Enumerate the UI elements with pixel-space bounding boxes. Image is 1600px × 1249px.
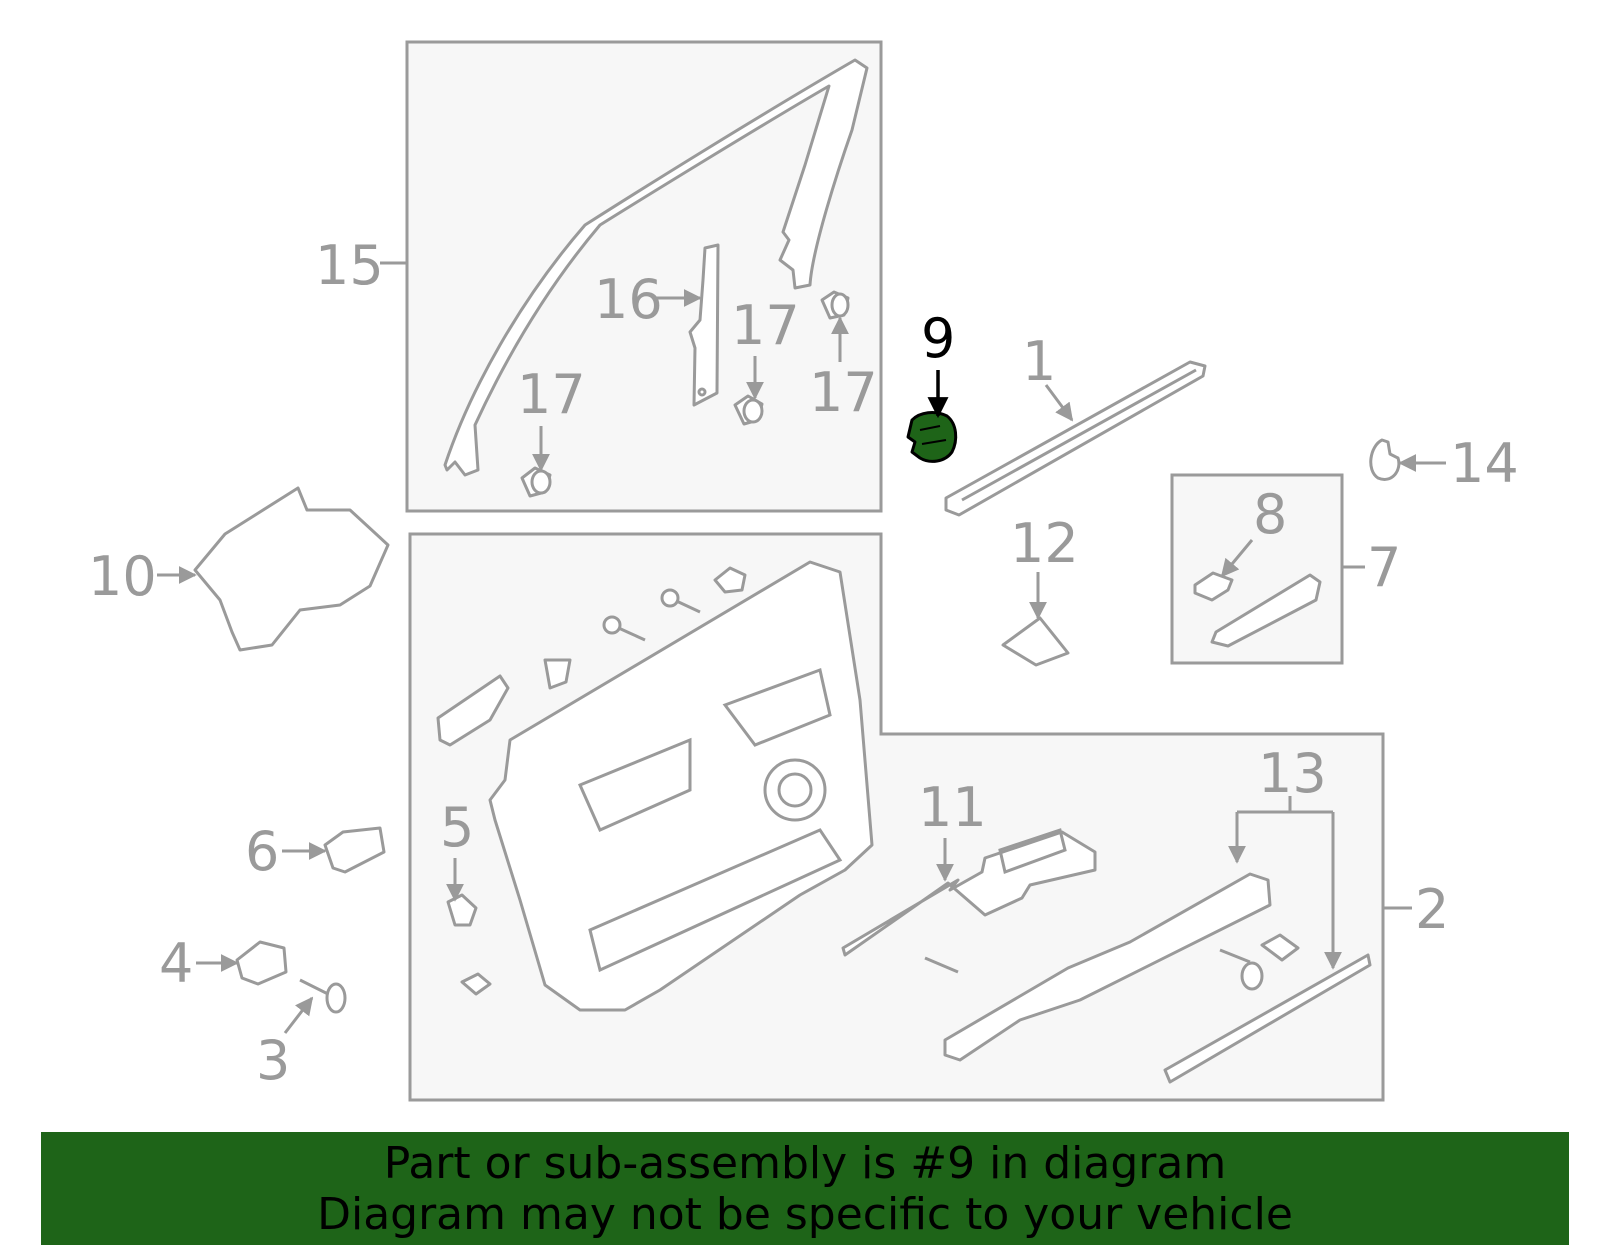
callout-15: 15 (315, 234, 384, 297)
part-11-screw (924, 956, 959, 974)
callout-17-b: 17 (731, 294, 800, 357)
callout-11: 11 (918, 776, 987, 839)
leader-3 (283, 996, 314, 1034)
callout-12: 12 (1010, 512, 1079, 575)
part-14-plug (1369, 438, 1401, 481)
part-13-armrest-trim (943, 872, 1372, 1084)
callout-9[interactable]: 9 (921, 307, 955, 370)
part-12-bezel (1001, 616, 1070, 667)
part-11-handle (841, 828, 1097, 957)
part-9-highlighted[interactable] (906, 411, 958, 463)
callout-2: 2 (1415, 878, 1449, 941)
callout-16: 16 (594, 268, 663, 331)
leader-8 (1220, 539, 1254, 578)
part-8-clip (1193, 571, 1234, 602)
part-1-sill-rail (944, 360, 1207, 517)
part-15-weatherstrip (443, 58, 869, 477)
callout-6: 6 (245, 820, 279, 883)
callout-5: 5 (440, 796, 474, 859)
callout-7: 7 (1367, 536, 1401, 599)
banner-line-2: Diagram may not be specific to your vehi… (317, 1189, 1293, 1240)
leader-1 (1044, 384, 1074, 422)
callout-14: 14 (1450, 432, 1519, 495)
part-16-bracket (688, 243, 720, 407)
part-6-cap (323, 826, 386, 874)
info-banner: Part or sub-assembly is #9 in diagram Di… (41, 1132, 1569, 1245)
banner-line-1: Part or sub-assembly is #9 in diagram (383, 1138, 1227, 1189)
part-17-clip-c (820, 290, 850, 320)
callout-1: 1 (1022, 330, 1056, 393)
part-3-screw (299, 978, 347, 1014)
parts-diagram: 15 16 17 17 17 9 1 14 8 7 12 10 6 5 4 3 … (88, 40, 1519, 1102)
callout-4: 4 (159, 932, 193, 995)
part-7-trim-strip (1210, 573, 1322, 648)
part-10-bracket (193, 486, 390, 652)
part-17-clip-b (733, 394, 764, 426)
part-4-block (235, 940, 288, 986)
callout-3: 3 (256, 1029, 290, 1092)
callout-13: 13 (1258, 742, 1327, 805)
part-2-door-panel (436, 560, 874, 1012)
callout-17-a: 17 (517, 363, 586, 426)
callout-8: 8 (1253, 483, 1287, 546)
callout-17-c: 17 (809, 361, 878, 424)
callout-10: 10 (88, 545, 157, 608)
